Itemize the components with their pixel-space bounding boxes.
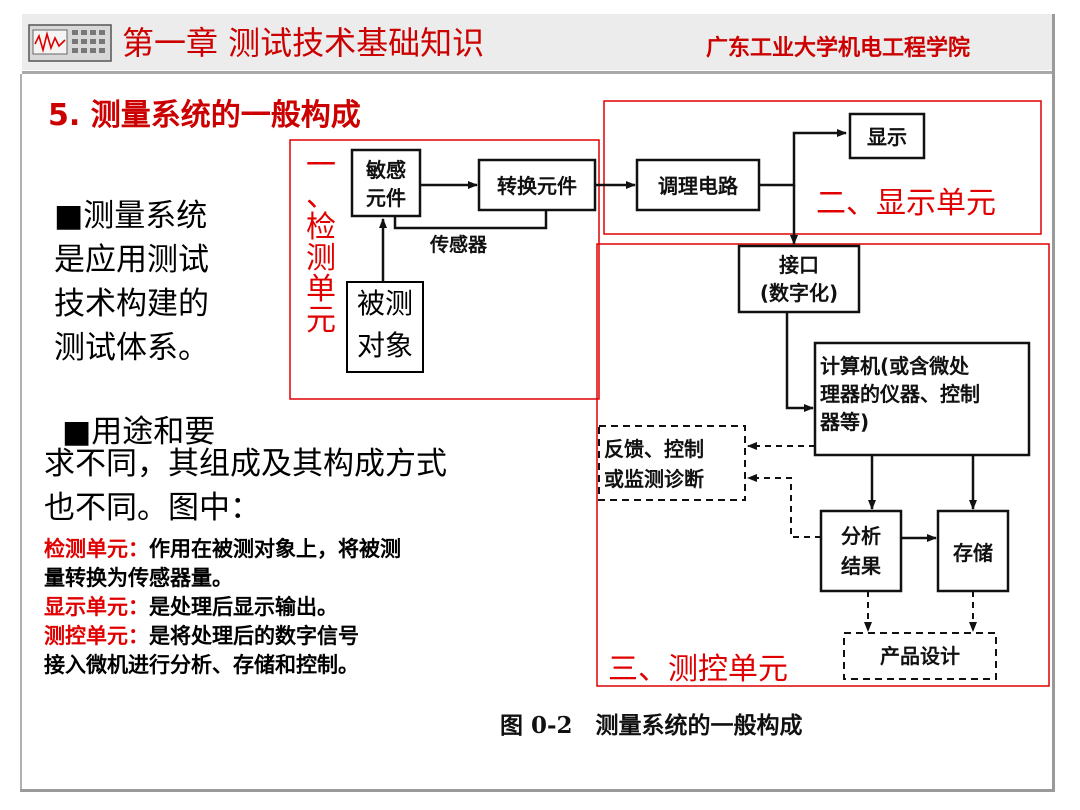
feedback-box <box>598 425 746 501</box>
vertical-char: 、 <box>306 179 336 214</box>
interface-label: 接口 <box>779 253 819 277</box>
display-box <box>848 112 926 160</box>
vertical-char: 检 <box>306 210 336 245</box>
arrow <box>759 129 847 187</box>
vertical-char: 一 <box>306 148 336 183</box>
waveform-instrument-icon <box>28 24 112 62</box>
control-unit-frame <box>596 243 1050 687</box>
analysis-box <box>819 509 903 593</box>
text-line: 是应用测试 <box>54 242 209 278</box>
arrow <box>785 312 814 412</box>
display-unit-desc: 是处理后显示输出。 <box>149 594 338 619</box>
text-line: 求不同，其组成及其构成方式 <box>44 446 447 482</box>
detect-unit-vertical-label: 一 、 检 测 单 元 <box>305 150 337 336</box>
detect-unit-frame <box>289 139 600 400</box>
chapter-title: 第一章 测试技术基础知识 <box>122 24 485 62</box>
frame-bottom-edge <box>20 789 1055 792</box>
display-unit-label: 二、显示单元 <box>816 186 996 221</box>
computer-label: 计算机(或含微处 <box>820 354 970 378</box>
display-unit-frame <box>603 100 1042 235</box>
vertical-char: 单 <box>306 272 336 307</box>
sensitive-element-label: 敏感 <box>365 158 406 182</box>
frame-left-edge <box>20 74 22 790</box>
text-line: 测试体系。 <box>54 330 209 366</box>
display-unit-term: 显示单元： <box>44 594 149 619</box>
header-bar <box>22 14 1052 70</box>
computer-box <box>813 341 1031 457</box>
interface-box <box>737 244 861 314</box>
conditioning-circuit-box <box>635 158 761 212</box>
storage-box <box>936 509 1010 593</box>
section-title: 5. 测量系统的一般构成 <box>48 98 361 133</box>
display-label: 显示 <box>867 125 907 149</box>
measured-object-box: 被测 对象 <box>346 281 424 373</box>
sensitive-element-box <box>350 148 422 218</box>
paragraph-definition: ■测量系统 是应用测试 技术构建的 测试体系。 <box>54 194 254 370</box>
conversion-element-box <box>477 158 597 212</box>
school-name: 广东工业大学机电工程学院 <box>706 36 971 61</box>
paragraph-usage: 求不同，其组成及其构成方式 也不同。图中： <box>44 442 564 530</box>
sensitive-element-label: 元件 <box>366 186 406 210</box>
unit-definitions: 检测单元：作用在被测对象上，将被测 量转换为传感器量。 显示单元：是处理后显示输… <box>44 534 604 679</box>
control-unit-label: 三、测控单元 <box>608 652 788 687</box>
detect-unit-desc-cont: 量转换为传感器量。 <box>44 565 233 590</box>
analysis-label: 分析 <box>841 524 881 548</box>
frame-right-edge <box>1052 14 1055 792</box>
text-line: ■测量系统 <box>54 198 208 234</box>
feedback-label: 或监测诊断 <box>604 467 704 491</box>
detect-unit-term: 检测单元： <box>44 536 149 561</box>
computer-label: 器等) <box>819 410 869 434</box>
text-line: 技术构建的 <box>54 286 209 322</box>
vertical-char: 元 <box>306 303 336 338</box>
control-unit-desc-cont: 接入微机进行分析、存储和控制。 <box>44 652 359 677</box>
sensor-label: 传感器 <box>429 233 488 256</box>
interface-label: (数字化) <box>760 281 838 305</box>
detect-unit-desc: 作用在被测对象上，将被测 <box>149 536 401 561</box>
storage-label: 存储 <box>953 541 993 565</box>
feedback-label: 反馈、控制 <box>604 437 704 461</box>
measured-object-label: 被测 <box>356 287 413 320</box>
dashed-arrow <box>747 474 821 538</box>
product-design-label: 产品设计 <box>880 644 960 668</box>
product-design-box <box>843 632 997 680</box>
figure-caption: 图 0-2 测量系统的一般构成 <box>500 712 803 739</box>
analysis-label: 结果 <box>841 554 881 578</box>
conversion-element-label: 转换元件 <box>497 174 577 198</box>
sensor-bracket <box>393 210 548 230</box>
control-unit-term: 测控单元： <box>44 623 149 648</box>
text-line: 也不同。图中： <box>44 490 261 526</box>
computer-label: 理器的仪器、控制 <box>820 382 980 406</box>
header-divider <box>22 71 1052 74</box>
measured-object-label: 对象 <box>356 329 413 362</box>
conditioning-circuit-label: 调理电路 <box>658 174 739 198</box>
paragraph-usage-first-line: ■用途和要 <box>62 414 216 450</box>
control-unit-desc: 是将处理后的数字信号 <box>149 623 359 648</box>
vertical-char: 测 <box>306 241 336 276</box>
